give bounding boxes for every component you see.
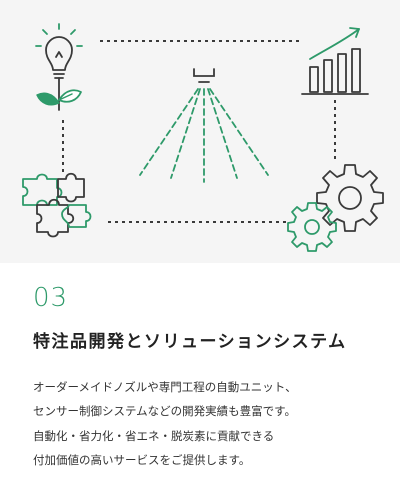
illustration-svg xyxy=(22,23,384,252)
large-gear-icon xyxy=(316,164,384,232)
growth-chart-icon xyxy=(301,27,369,95)
description-line: 付加価値の高いサービスをご提供します。 xyxy=(33,452,251,467)
small-gear-icon xyxy=(287,202,337,252)
section-title: 特注品開発とソリューションシステム xyxy=(33,332,347,352)
spray-nozzle-icon xyxy=(139,68,269,183)
gears-icon xyxy=(287,164,384,252)
description-line: オーダーメイドノズルや専門工程の自動ユニット、 xyxy=(33,380,297,394)
dashed-connectors xyxy=(62,40,336,223)
lightbulb-plant-icon xyxy=(35,23,83,111)
puzzle-pieces-icon xyxy=(22,172,92,238)
illustration-panel xyxy=(22,23,384,252)
description-line: 自動化・省力化・省エネ・脱炭素に貢献できる xyxy=(33,428,275,443)
description-line: センサー制御システムなどの開発実績も豊富です。 xyxy=(33,404,297,419)
section-number: 03 xyxy=(33,283,69,313)
section-description: オーダーメイドノズルや専門工程の自動ユニット、 センサー制御システムなどの開発実… xyxy=(33,375,383,472)
